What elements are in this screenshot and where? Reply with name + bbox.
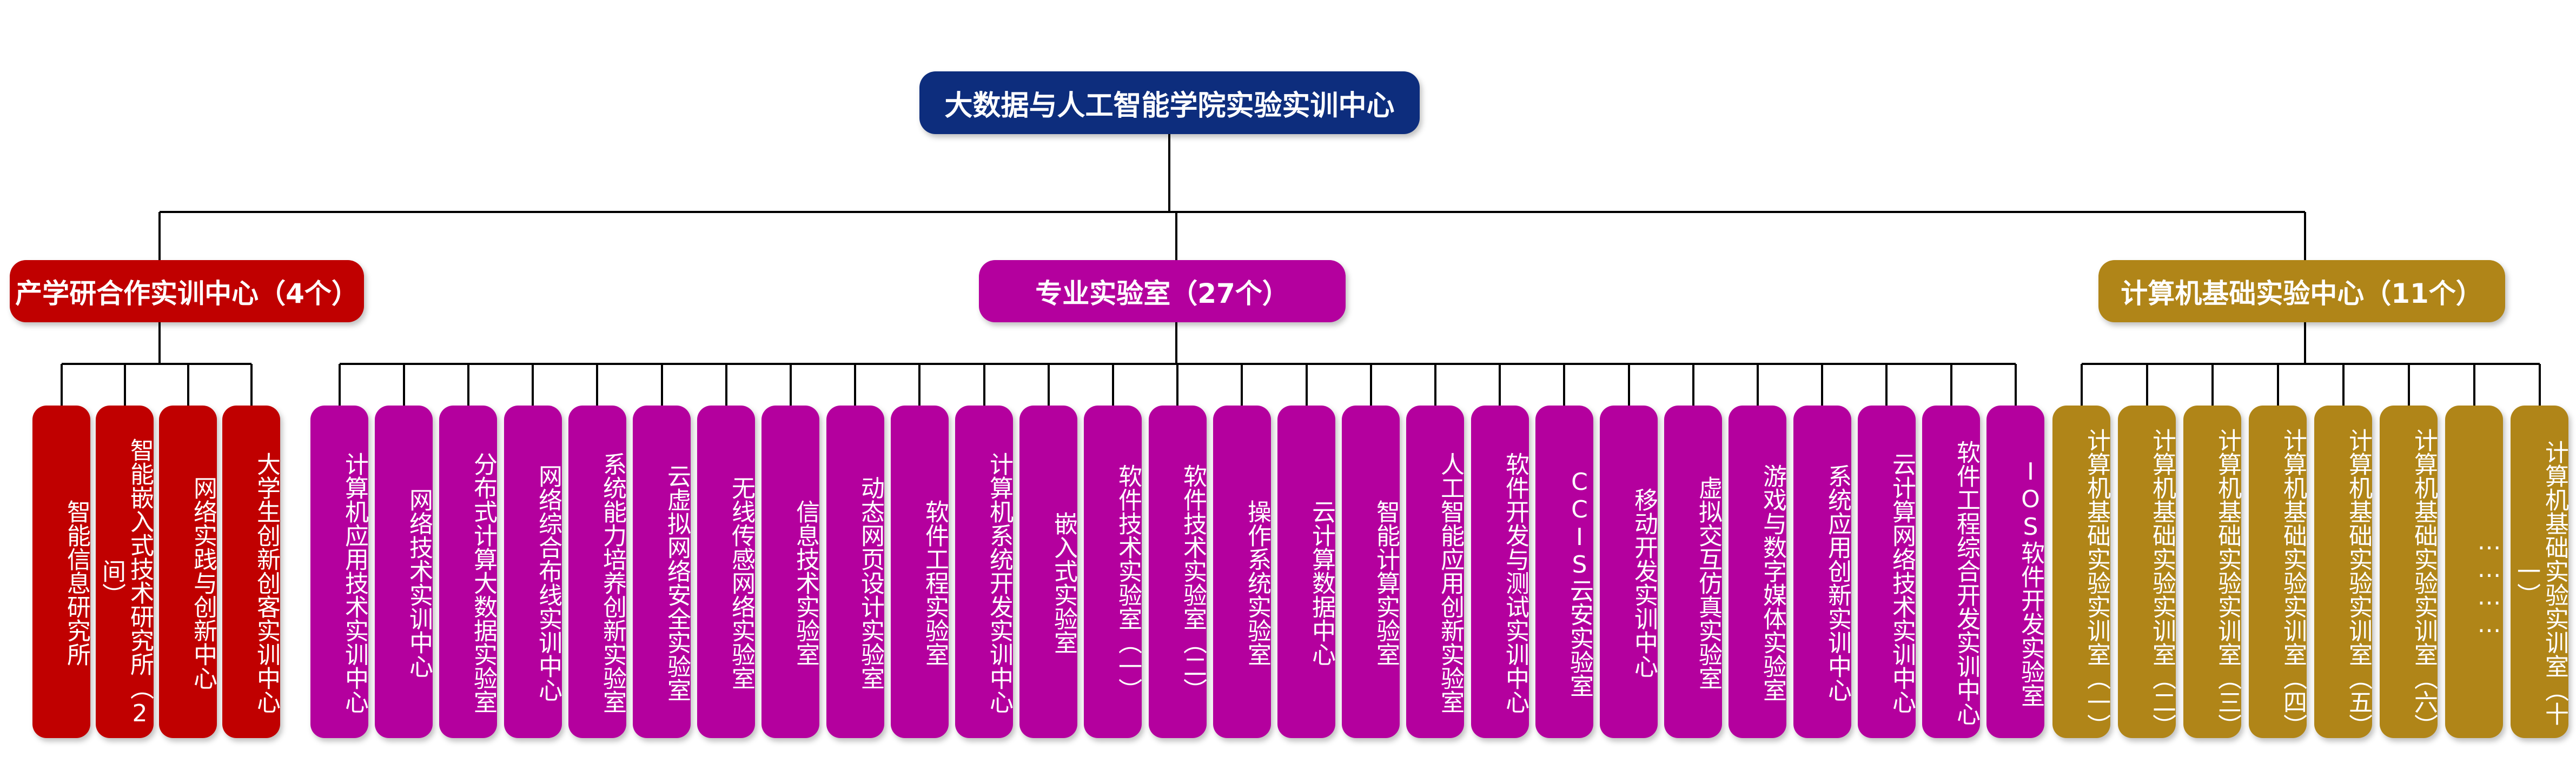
leaf-node: 软件技术实验室（二） [1149, 406, 1207, 738]
leaf-node: IOS软件开发实验室 [1986, 406, 2044, 738]
leaf-node: 软件工程综合开发实训中心 [1922, 406, 1980, 738]
leaf-node: 嵌入式实验室 [1019, 406, 1077, 738]
category-node-industry: 产学研合作实训中心（4个） [10, 260, 364, 322]
leaf-node: 计算机基础实验实训室（五） [2314, 406, 2372, 738]
leaf-node: 操作系统实验室 [1213, 406, 1271, 738]
leaf-node: 计算机基础实验实训室（三） [2183, 406, 2241, 738]
leaf-node: 计算机应用技术实训中心 [310, 406, 368, 738]
category-node-professional: 专业实验室（27个） [979, 260, 1346, 322]
leaf-node: 云计算网络技术实训中心 [1858, 406, 1916, 738]
leaf-node: 计算机基础实验实训室（六） [2380, 406, 2438, 738]
leaf-node: 游戏与数字媒体实验室 [1729, 406, 1786, 738]
leaf-node: 计算机基础实验实训室（二） [2118, 406, 2176, 738]
leaf-node: 移动开发实训中心 [1600, 406, 1658, 738]
leaf-node: 网络实践与创新中心 [159, 406, 217, 738]
leaf-node: 系统应用创新实训中心 [1793, 406, 1851, 738]
leaf-node: 分布式计算大数据实验室 [439, 406, 497, 738]
leaf-node: 动态网页设计实验室 [826, 406, 884, 738]
leaf-node: 信息技术实验室 [761, 406, 819, 738]
leaf-node: 系统能力培养创新实验室 [568, 406, 626, 738]
leaf-node: 网络综合布线实训中心 [504, 406, 562, 738]
leaf-node: 计算机基础实验实训室（四） [2249, 406, 2307, 738]
leaf-node: 计算机基础实验实训室（一） [2052, 406, 2110, 738]
leaf-node: 云虚拟网络安全实验室 [633, 406, 691, 738]
leaf-node: ………… [2445, 406, 2503, 738]
leaf-node: 人工智能应用创新实验室 [1406, 406, 1464, 738]
leaf-node: 计算机基础实验实训室（十一） [2511, 406, 2568, 738]
leaf-node: 网络技术实训中心 [375, 406, 433, 738]
leaf-node: 大学生创新创客实训中心 [222, 406, 280, 738]
leaf-node: 软件工程实验室 [891, 406, 949, 738]
leaf-node: 云计算数据中心 [1277, 406, 1335, 738]
leaf-node: 计算机系统开发实训中心 [955, 406, 1013, 738]
leaf-node: 软件开发与测试实训中心 [1471, 406, 1529, 738]
leaf-node: 智能计算实验室 [1342, 406, 1400, 738]
leaf-node: 虚拟交互仿真实验室 [1664, 406, 1722, 738]
leaf-node: 智能信息研究所 [32, 406, 90, 738]
leaf-node: 无线传感网络实验室 [697, 406, 755, 738]
category-node-computer-basics: 计算机基础实验中心（11个） [2098, 260, 2505, 322]
leaf-node: CCIS云安实验室 [1535, 406, 1593, 738]
root-node: 大数据与人工智能学院实验实训中心 [919, 71, 1420, 134]
leaf-node: 智能嵌入式技术研究所（2间） [96, 406, 154, 738]
leaf-node: 软件技术实验室（一） [1084, 406, 1142, 738]
